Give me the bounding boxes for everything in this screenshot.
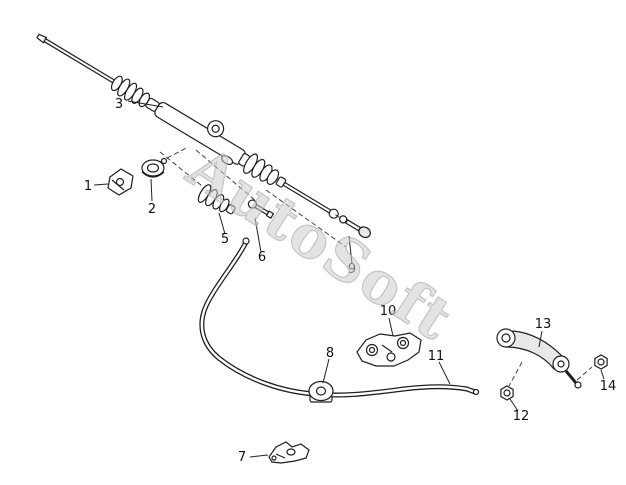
part-label-5: 5 <box>221 232 229 247</box>
alignment-dashed-lines <box>159 146 593 387</box>
part-label-2: 2 <box>148 202 156 217</box>
axis-alignment-dash <box>335 214 342 219</box>
mounting-ear <box>221 155 234 166</box>
part-label-11: 11 <box>428 349 445 364</box>
part-label-12: 12 <box>513 409 530 424</box>
bushing-clamp-part-2 <box>141 157 168 178</box>
part-label-7: 7 <box>238 450 246 465</box>
mount-bracket-part-1 <box>107 168 134 196</box>
rack-boot-left <box>110 75 151 108</box>
part-label-8: 8 <box>326 346 334 361</box>
nut-part-14 <box>594 354 608 370</box>
leader-lines <box>93 100 605 458</box>
bolt-part-6 <box>247 199 275 219</box>
part-label-1: 1 <box>84 179 92 194</box>
part-label-13: 13 <box>535 317 552 332</box>
part-label-14: 14 <box>600 379 617 394</box>
stabilizer-bushing-part-8 <box>308 380 334 403</box>
boot-part-5 <box>197 184 236 215</box>
rack-boot-right <box>243 153 280 185</box>
part-label-6: 6 <box>258 250 266 265</box>
stabilizer-bar-part-11 <box>199 237 480 398</box>
watermark: AutoSoft <box>175 133 465 354</box>
pinion-shaft <box>211 124 220 133</box>
mounting-bracket-part-10 <box>356 332 422 367</box>
outer-tie-rod <box>43 37 116 84</box>
control-link-part-13 <box>496 328 582 389</box>
bar-end-eye <box>242 237 250 245</box>
nut-part-12 <box>500 385 514 401</box>
clamp-bracket-part-7 <box>268 441 310 464</box>
tie-rod-end-part-9 <box>339 215 371 239</box>
steering-rack-assembly <box>36 33 371 239</box>
part-label-10: 10 <box>380 304 397 319</box>
part-label-9: 9 <box>348 262 356 277</box>
part-labels: 1 2 3 5 6 7 8 9 10 11 12 13 14 <box>84 97 616 465</box>
bar-end-tip <box>472 388 480 396</box>
part-label-3: 3 <box>115 97 123 112</box>
pinion-housing <box>207 120 225 138</box>
